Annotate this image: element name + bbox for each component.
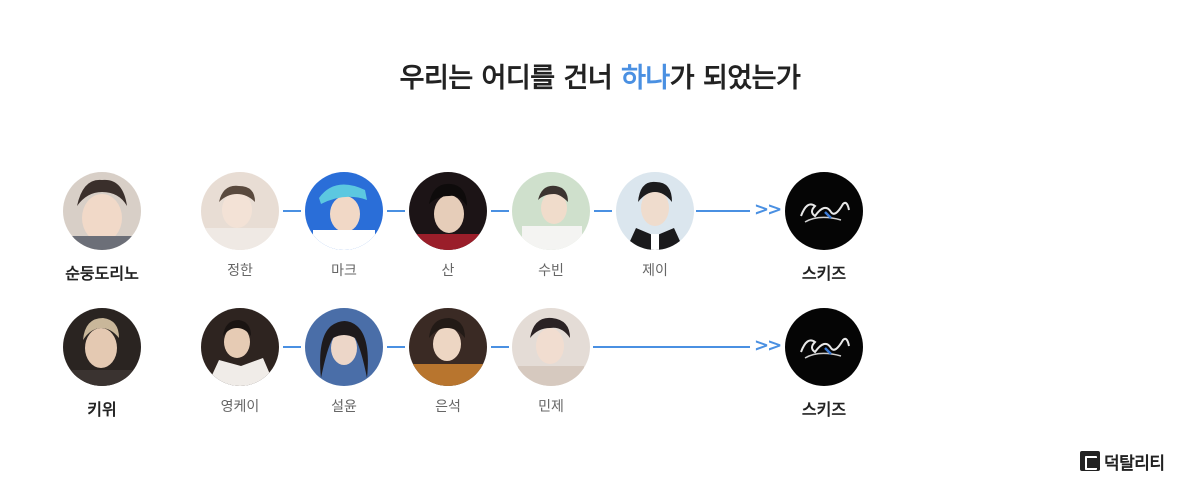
path-node[interactable]: 영케이 bbox=[201, 308, 279, 416]
connector-line bbox=[491, 346, 509, 348]
path-node[interactable]: 설윤 bbox=[305, 308, 383, 416]
brand-mark-icon bbox=[1080, 451, 1100, 471]
path-node[interactable]: 은석 bbox=[409, 308, 487, 416]
member-name: 은석 bbox=[435, 399, 461, 415]
member-name: 정한 bbox=[227, 263, 253, 279]
member-avatar bbox=[512, 172, 590, 250]
person-avatar bbox=[63, 172, 141, 250]
connection-row-2: 키위 영케이 설윤 은석 민제 >> 스키즈 bbox=[0, 308, 1200, 420]
destination-node[interactable]: 스키즈 bbox=[785, 172, 863, 284]
member-avatar bbox=[409, 172, 487, 250]
person-name: 순둥도리노 bbox=[65, 264, 139, 283]
person-avatar bbox=[63, 308, 141, 386]
arrow-icon: >> bbox=[754, 199, 782, 220]
path-node[interactable]: 수빈 bbox=[512, 172, 590, 280]
member-avatar bbox=[616, 172, 694, 250]
page-title: 우리는 어디를 건너 하나가 되었는가 bbox=[0, 56, 1200, 95]
title-text-before: 우리는 어디를 건너 bbox=[399, 63, 622, 94]
member-name: 산 bbox=[441, 263, 455, 279]
connector-line bbox=[594, 210, 612, 212]
connector-line bbox=[283, 210, 301, 212]
member-avatar bbox=[201, 172, 279, 250]
path-node[interactable]: 산 bbox=[409, 172, 487, 280]
destination-name: 스키즈 bbox=[801, 400, 847, 419]
member-name: 민제 bbox=[538, 399, 564, 415]
member-name: 수빈 bbox=[538, 263, 564, 279]
brand-name: 덕탈리티 bbox=[1104, 453, 1165, 474]
member-name: 설윤 bbox=[331, 399, 357, 415]
group-logo bbox=[785, 308, 863, 386]
title-highlight: 하나 bbox=[621, 63, 670, 94]
connector-line bbox=[387, 346, 405, 348]
path-node[interactable]: 제이 bbox=[616, 172, 694, 280]
member-avatar bbox=[305, 308, 383, 386]
member-avatar bbox=[512, 308, 590, 386]
connector-line bbox=[593, 346, 750, 348]
connection-row-1: 순둥도리노 정한 마크 산 수빈 제이 >> bbox=[0, 172, 1200, 284]
member-name: 영케이 bbox=[220, 399, 260, 415]
member-avatar bbox=[201, 308, 279, 386]
member-avatar bbox=[305, 172, 383, 250]
connector-line bbox=[283, 346, 301, 348]
destination-name: 스키즈 bbox=[801, 264, 847, 283]
member-name: 마크 bbox=[331, 263, 357, 279]
connector-line bbox=[387, 210, 405, 212]
connector-line bbox=[491, 210, 509, 212]
brand-logo: 덕탈리티 bbox=[1080, 450, 1165, 474]
path-node[interactable]: 민제 bbox=[512, 308, 590, 416]
path-node[interactable]: 마크 bbox=[305, 172, 383, 280]
title-text-after: 가 되었는가 bbox=[669, 63, 801, 94]
person-node[interactable]: 순둥도리노 bbox=[63, 172, 141, 284]
connector-line bbox=[696, 210, 750, 212]
person-name: 키위 bbox=[87, 400, 117, 419]
member-avatar bbox=[409, 308, 487, 386]
member-name: 제이 bbox=[642, 263, 668, 279]
path-node[interactable]: 정한 bbox=[201, 172, 279, 280]
group-logo bbox=[785, 172, 863, 250]
destination-node[interactable]: 스키즈 bbox=[785, 308, 863, 420]
person-node[interactable]: 키위 bbox=[63, 308, 141, 420]
arrow-icon: >> bbox=[754, 335, 782, 356]
